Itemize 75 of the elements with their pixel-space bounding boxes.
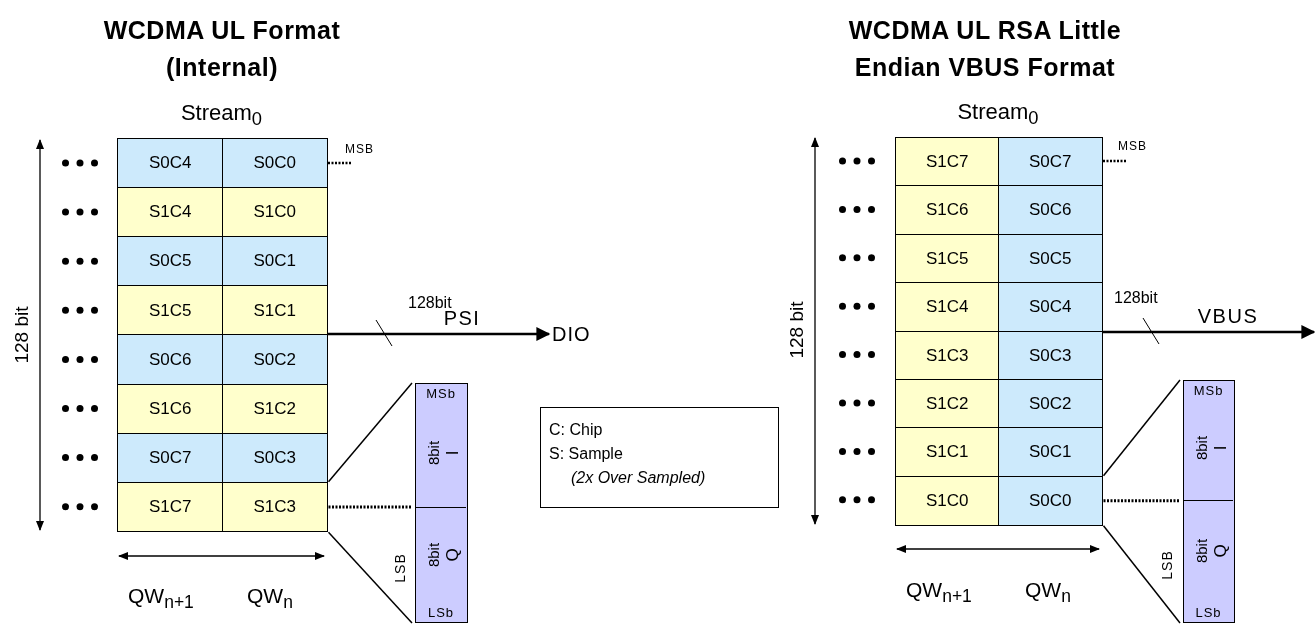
bit-width-label: 128 bit [11,306,33,364]
sample-chip-cell: S1C2 [222,383,328,435]
zoom-line [327,382,413,483]
sample-chip-cell: S1C6 [895,185,1000,236]
sample-chip-cell: S1C4 [117,187,224,238]
dotted-connector [1103,499,1180,503]
bit-width-text: 8bit [1192,539,1210,564]
sample-chip-cell: S0C0 [222,138,328,189]
bit-field-bar [415,383,468,623]
bit-width-text: 8bit [424,543,442,568]
format-title: WCDMA UL Format (Internal) [102,15,342,83]
sample-chip-cell: S1C3 [222,481,328,533]
note-text: (2x Over Sampled) [570,468,707,488]
component-text: Q [443,548,463,563]
sample-chip-cell: S1C0 [222,187,328,238]
sample-chip-cell: S0C5 [998,233,1103,284]
sample-chip-cell: S0C3 [998,330,1103,381]
bit-order-text: MSb [426,386,456,401]
note-text: S: Sample [549,444,624,464]
sample-chip-cell: S1C3 [895,330,1000,381]
qword-label: QW$_{n+1}$ [906,578,972,608]
dotted-connector [328,505,412,509]
sample-chip-cell: S1C5 [895,233,1000,284]
msb-label: MSB [345,142,374,156]
component-text: Q [1211,544,1231,558]
sample-chip-cell: S1C7 [117,481,224,533]
lsb-label: LSB [1159,550,1175,580]
sample-chip-cell: S1C4 [895,282,1000,333]
bus-width-label: 128bit [1114,289,1158,307]
sample-chip-cell: S0C3 [222,432,328,484]
note-text: C: Chip [549,420,604,440]
bit-width-text: 8bit [424,441,442,466]
bit-width-label: 128 bit [786,301,808,359]
arrow [1102,325,1315,339]
sample-chip-cell: S0C2 [998,379,1103,429]
bit-order-text: LSb [1195,605,1222,620]
sample-chip-cell: S1C6 [117,383,224,435]
sample-chip-cell: S0C0 [998,475,1103,526]
sample-chip-cell: S1C5 [117,285,224,336]
qword-label: QW$_{n}$ [1025,578,1071,608]
arrow [327,327,551,341]
sample-chip-cell: S0C1 [998,427,1103,478]
sample-chip-cell: S0C5 [117,236,224,287]
qword-label: QW$_{n}$ [247,584,293,614]
bit-order-text: MSb [1193,383,1224,398]
sample-chip-cell: S0C6 [117,334,224,385]
bit-order-text: LSb [427,605,455,620]
bit-field-bar [1183,380,1235,623]
sample-chip-cell: S0C7 [998,137,1103,187]
sample-chip-cell: S1C7 [895,137,1000,187]
sample-chip-cell: S0C4 [117,138,224,189]
note-box [540,407,779,508]
msb-label: MSB [1118,139,1147,153]
sample-chip-cell: S0C1 [222,236,328,287]
stream-heading: Stream$_{0}$ [957,99,1039,130]
sample-chip-cell: S1C1 [895,427,1000,478]
bus-width-label: 128bit [408,294,452,311]
destination-label: DIO [552,319,612,349]
stream-heading: Stream$_{0}$ [180,100,263,131]
component-text: I [1211,445,1231,451]
component-text: I [443,451,463,456]
qword-label: QW$_{n+1}$ [128,584,194,614]
sample-chip-cell: S0C7 [117,432,224,484]
format-title: WCDMA UL RSA Little Endian VBUS Format [847,15,1123,83]
sample-chip-cell: S1C2 [895,379,1000,429]
sample-chip-cell: S0C6 [998,185,1103,236]
zoom-line [1102,379,1181,477]
sample-chip-cell: S1C1 [222,285,328,336]
bit-width-text: 8bit [1192,436,1210,461]
sample-chip-cell: S0C2 [222,334,328,385]
zoom-line [1102,524,1181,624]
lsb-label: LSB [392,553,408,583]
zoom-line [327,531,413,624]
sample-chip-cell: S1C0 [895,475,1000,526]
sample-chip-cell: S0C4 [998,282,1103,333]
